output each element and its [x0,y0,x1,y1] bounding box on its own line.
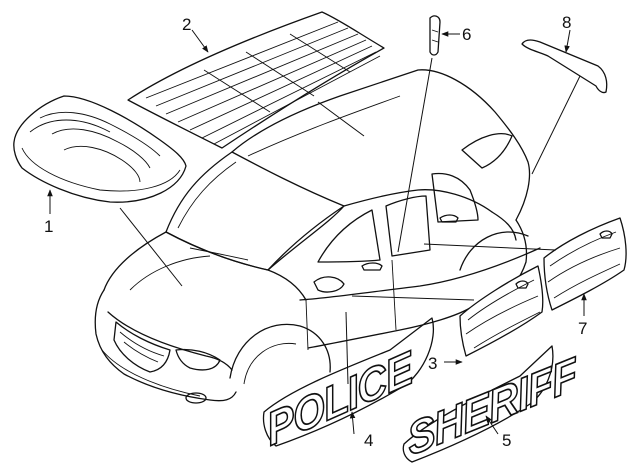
leader-lines [119,57,581,385]
callout-8: 8 [562,13,571,32]
callout-4: 4 [364,431,373,450]
callout-5: 5 [502,431,511,450]
part-3-front-door-decal [459,265,544,357]
callout-1: 1 [44,217,53,236]
part-8-stripe [521,39,608,94]
callout-arrows [47,29,587,435]
part-2-roof-decal [127,11,385,149]
police-text: POLICE [263,342,418,456]
callout-6: 6 [462,25,471,44]
callout-7: 7 [578,319,587,338]
part-7-rear-door-decal [543,217,627,311]
callout-labels: 1 2 3 4 5 6 7 8 [44,13,587,450]
callout-3: 3 [428,354,437,373]
vehicle-body [94,69,541,404]
callout-2: 2 [182,15,191,34]
part-1-hood-decal [13,95,187,203]
part-6-pillar-decal [429,15,441,56]
